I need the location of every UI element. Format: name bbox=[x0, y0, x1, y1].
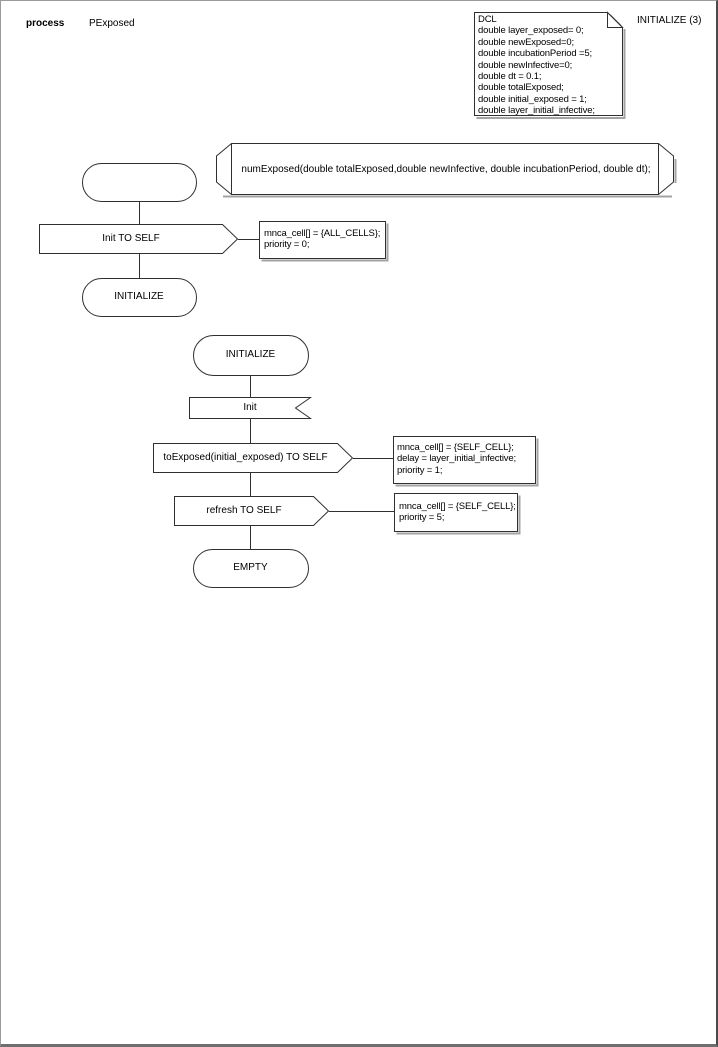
dcl-line: double layer_exposed= 0; bbox=[478, 25, 584, 37]
dcl-note-fold-corner bbox=[607, 11, 624, 28]
comment-line: mnca_cell[] = {ALL_CELLS}; bbox=[264, 228, 381, 239]
dcl-line: double newExposed=0; bbox=[478, 36, 575, 48]
output-to-exposed-label: toExposed(initial_exposed) TO SELF bbox=[163, 452, 328, 463]
procedure-signature-label: numExposed(double totalExposed,double ne… bbox=[241, 164, 651, 175]
dcl-line: double layer_initial_infective; bbox=[478, 105, 595, 117]
output-refresh-label: refresh TO SELF bbox=[206, 505, 282, 516]
dcl-title: DCL bbox=[478, 14, 497, 25]
state-empty-label: EMPTY bbox=[233, 562, 268, 573]
dcl-line: double incubationPeriod =5; bbox=[478, 48, 592, 60]
state-initialize-label: INITIALIZE bbox=[114, 291, 164, 302]
output-refresh-symbol[interactable] bbox=[174, 496, 330, 526]
state-initialize-header-label: INITIALIZE bbox=[225, 349, 276, 360]
dcl-note-shadow bbox=[476, 29, 626, 119]
comment-line: mnca_cell[] = {SELF_CELL}; bbox=[397, 442, 514, 453]
start-state-symbol[interactable] bbox=[82, 163, 197, 202]
output-init-to-self-symbol[interactable] bbox=[39, 224, 239, 254]
comment-refresh-shadow bbox=[396, 495, 521, 535]
page-reference-label: INITIALIZE (3) bbox=[637, 15, 702, 26]
input-init-label: Init bbox=[243, 402, 257, 413]
comment-to-exposed-shadow bbox=[395, 438, 539, 487]
comment-to-exposed-text: mnca_cell[] = {SELF_CELL}; delay = layer… bbox=[397, 442, 516, 476]
comment-to-exposed-box[interactable] bbox=[393, 436, 536, 484]
dcl-declarations-text: DCL double layer_exposed= 0; double newE… bbox=[478, 14, 595, 117]
state-initialize-symbol[interactable] bbox=[82, 278, 197, 317]
dcl-line: double totalExposed; bbox=[478, 82, 564, 94]
dcl-line: double initial_exposed = 1; bbox=[478, 93, 587, 105]
dcl-line: double dt = 0.1; bbox=[478, 71, 542, 83]
comment-line: delay = layer_initial_infective; bbox=[397, 453, 517, 465]
comment-line: priority = 1; bbox=[397, 464, 443, 476]
comment-refresh-box[interactable] bbox=[394, 493, 518, 532]
output-init-to-self-label: Init TO SELF bbox=[102, 233, 160, 244]
comment-all-cells-shadow bbox=[261, 223, 389, 262]
comment-line: priority = 5; bbox=[399, 512, 445, 524]
output-to-exposed-symbol[interactable] bbox=[153, 443, 354, 473]
comment-line: priority = 0; bbox=[264, 239, 310, 251]
comment-all-cells-text: mnca_cell[] = {ALL_CELLS}; priority = 0; bbox=[264, 228, 380, 251]
state-initialize-header-symbol[interactable] bbox=[193, 335, 309, 376]
input-init-symbol[interactable] bbox=[189, 397, 313, 419]
process-kind-label: process bbox=[26, 18, 65, 29]
comment-all-cells-box[interactable] bbox=[259, 221, 386, 259]
state-empty-symbol[interactable] bbox=[193, 549, 309, 588]
comment-line: mnca_cell[] = {SELF_CELL}; bbox=[399, 501, 516, 512]
comment-refresh-text: mnca_cell[] = {SELF_CELL}; priority = 5; bbox=[399, 501, 516, 524]
dcl-note-box[interactable] bbox=[474, 12, 623, 116]
process-name-label: PExposed bbox=[89, 18, 135, 29]
dcl-line: double newInfective=0; bbox=[478, 59, 573, 71]
